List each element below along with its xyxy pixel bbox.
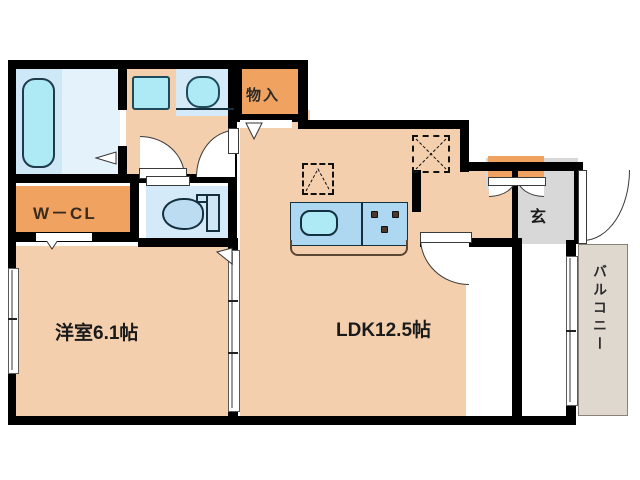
wall-hall-top	[460, 162, 582, 171]
vanity-counter-line	[176, 108, 234, 110]
wall-washroom-right	[228, 68, 237, 128]
balcony-label: バルコニー	[592, 264, 608, 354]
loft-cross	[412, 135, 450, 173]
wall-wcl-right	[130, 182, 139, 242]
balcony-sliding-door-handle	[566, 330, 576, 332]
entrance-door-leaf[interactable]	[578, 170, 587, 244]
toilet-door-leaf[interactable]	[146, 176, 190, 186]
bathtub-icon	[22, 78, 55, 168]
loft-dashed-icon	[412, 135, 450, 173]
walk-closet-floor	[14, 186, 132, 234]
wall-storage-bottom	[234, 114, 300, 122]
wall-top-left	[8, 60, 308, 69]
kitchen-counter-edge	[290, 240, 408, 256]
wall-bottom-exterior	[8, 416, 576, 425]
washing-machine-space-icon	[132, 76, 170, 110]
overhead-cabinet-cross	[302, 163, 334, 195]
overhead-cabinet-dashed-icon	[302, 163, 334, 195]
wall-bath-bottom	[8, 174, 134, 183]
bedroom-closet-arrow-icon	[214, 246, 234, 266]
wall-bedroom-ldk-top	[228, 238, 238, 252]
stove-unit	[362, 202, 408, 246]
toilet-bowl-icon	[162, 198, 204, 230]
vanity-sink-icon	[186, 76, 220, 108]
storage-door-opening	[240, 120, 292, 128]
storage-door-arrow-icon	[244, 122, 264, 141]
wall-ldk-upper	[298, 120, 468, 129]
entrance-door-arc[interactable]	[583, 170, 630, 241]
stove-burner-icon	[392, 211, 399, 218]
bedroom-label: 洋室6.1帖	[55, 323, 139, 344]
bedroom-sliding-door[interactable]	[228, 250, 240, 412]
washroom-door-leaf[interactable]	[228, 128, 239, 154]
wall-storage-left	[234, 60, 242, 122]
genkan-label: 玄	[530, 209, 547, 226]
wcl-door-opening	[36, 233, 92, 241]
wall-bath-washroom	[118, 68, 127, 110]
storage-closet-floor	[240, 68, 298, 120]
wall-toilet-right	[228, 182, 237, 246]
wall-bedroom-ldk-bottom	[228, 408, 238, 422]
bedroom-window-handle	[8, 318, 17, 320]
stove-burner-icon	[381, 226, 388, 233]
bedroom-window[interactable]	[8, 268, 19, 374]
balcony-rail-edge	[578, 244, 628, 416]
bath-door-arrow-icon	[94, 150, 118, 166]
ldk-entry-door-leaf[interactable]	[420, 232, 472, 243]
storage-label: 物入	[246, 87, 281, 104]
ldk-label: LDK12.5帖	[336, 320, 432, 341]
toilet-lid-icon	[196, 194, 208, 203]
wall-genkan-left	[512, 170, 518, 246]
wall-left-exterior	[8, 60, 16, 424]
wall-ldk-right-column	[512, 238, 522, 420]
bedroom-sliding-door-handle	[228, 352, 238, 354]
bedroom-sliding-door-handle	[228, 300, 238, 302]
bedroom-floor	[14, 246, 232, 418]
wall-hall-left	[412, 170, 421, 212]
wall-bath-washroom-lower	[118, 146, 127, 178]
shoe-closet-door-rail	[488, 177, 546, 186]
kitchen-sink-basin-icon	[300, 210, 338, 236]
bedroom-window-rail	[11, 270, 13, 370]
toilet-tank-icon	[206, 194, 220, 232]
wall-ldk-notch	[460, 128, 469, 172]
wall-toilet-bottom	[138, 238, 236, 247]
walk-closet-label: W－CL	[33, 204, 97, 223]
stove-burner-icon	[371, 211, 378, 218]
wall-top-ldk	[298, 60, 308, 122]
bedroom-sliding-door-rail	[231, 252, 233, 408]
